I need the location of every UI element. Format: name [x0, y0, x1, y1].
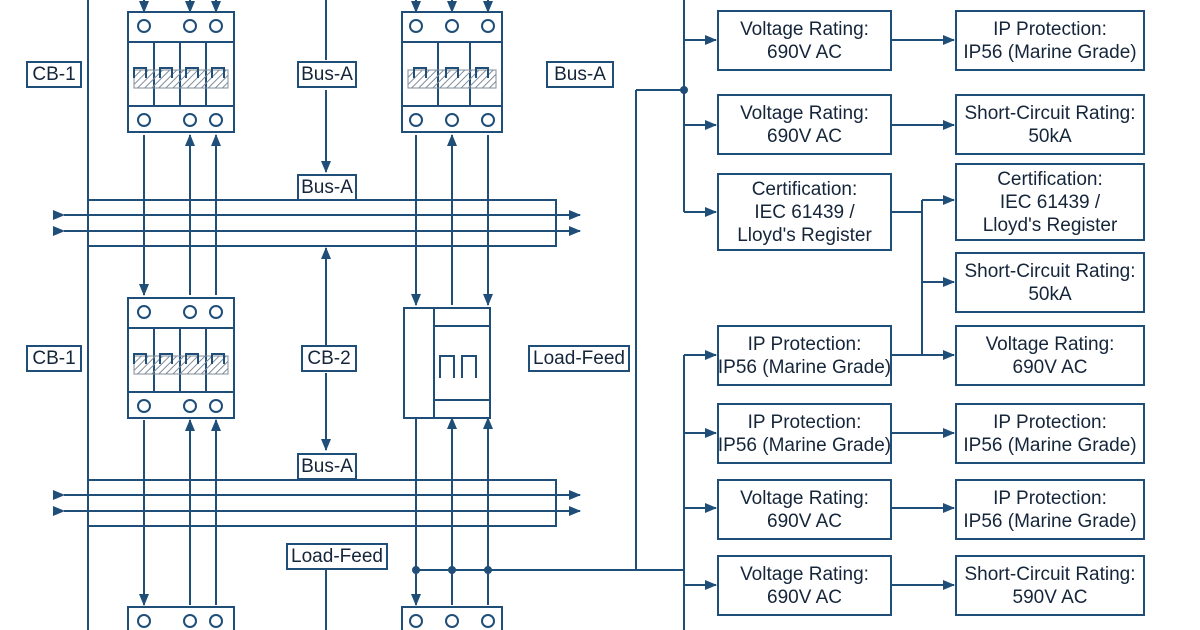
spec-title: Voltage Rating:	[740, 18, 869, 40]
breaker-left-middle	[127, 297, 235, 419]
bus-a-label-top: Bus-A	[297, 61, 357, 88]
spec-value: 690V AC	[767, 510, 842, 532]
spec-left-2: Voltage Rating: 690V AC	[717, 94, 892, 155]
spec-value: 690V AC	[767, 125, 842, 147]
spec-right-1: IP Protection: IP56 (Marine Grade)	[955, 10, 1145, 71]
left-stack-feeders	[139, 0, 221, 606]
spec-title: Short-Circuit Rating:	[964, 260, 1136, 282]
load-feed-label-bottom: Load-Feed	[286, 543, 388, 570]
spec-value: IEC 61439 /	[754, 201, 855, 223]
spec-title: IP Protection:	[993, 18, 1107, 40]
spec-value: IP56 (Marine Grade)	[717, 356, 892, 378]
spec-value: IP56 (Marine Grade)	[963, 510, 1137, 532]
load-feed-label-middle: Load-Feed	[528, 345, 630, 372]
spec-right-2: Short-Circuit Rating: 50kA	[955, 94, 1145, 155]
spec-title: Short-Circuit Rating:	[964, 102, 1136, 124]
spec-title: IP Protection:	[747, 411, 862, 433]
spec-right-7: IP Protection: IP56 (Marine Grade)	[955, 479, 1145, 540]
spec-title: Voltage Rating:	[740, 102, 869, 124]
busbar-lower	[53, 479, 581, 527]
spec-title: Voltage Rating:	[985, 333, 1115, 355]
spec-left-1: Voltage Rating: 690V AC	[717, 10, 892, 71]
breaker-right-bottom	[401, 606, 503, 630]
bus-a-label-upper-busbar: Bus-A	[297, 174, 357, 201]
spec-value: 590V AC	[1012, 586, 1088, 608]
spec-title: Voltage Rating:	[740, 487, 869, 509]
spec-title: IP Protection:	[993, 411, 1107, 433]
spec-connectors-right	[892, 35, 955, 590]
spec-left-7: Voltage Rating: 690V AC	[717, 555, 892, 616]
spec-right-8: Short-Circuit Rating: 590V AC	[955, 555, 1145, 616]
spec-title: Short-Circuit Rating:	[964, 563, 1136, 585]
spec-value: IP56 (Marine Grade)	[963, 41, 1137, 63]
spec-value: IP56 (Marine Grade)	[963, 434, 1137, 456]
spec-title: Certification:	[751, 178, 858, 200]
spec-title: Certification:	[997, 168, 1103, 190]
spec-left-5: IP Protection: IP56 (Marine Grade)	[717, 403, 892, 464]
spec-left-6: Voltage Rating: 690V AC	[717, 479, 892, 540]
busbar-upper	[53, 199, 581, 247]
breaker-right-middle	[403, 307, 491, 419]
spec-left-4: IP Protection: IP56 (Marine Grade)	[717, 325, 892, 386]
bus-a-label-top-right: Bus-A	[546, 61, 614, 88]
spec-value: 50kA	[1028, 125, 1072, 147]
cb1-label-middle: CB-1	[26, 345, 82, 372]
spec-right-6: IP Protection: IP56 (Marine Grade)	[955, 403, 1145, 464]
spec-value: IP56 (Marine Grade)	[717, 434, 892, 456]
spec-left-3: Certification: IEC 61439 / Lloyd's Regis…	[717, 173, 892, 251]
spec-value: 690V AC	[1012, 356, 1088, 378]
bus-a-label-lower-busbar: Bus-A	[297, 453, 357, 480]
bottom-feed-line	[412, 86, 688, 574]
spec-value: IEC 61439 /	[999, 191, 1101, 213]
spec-title: IP Protection:	[993, 487, 1107, 509]
spec-value: 690V AC	[767, 586, 842, 608]
spec-value: 50kA	[1028, 283, 1072, 305]
spec-value: Lloyd's Register	[982, 214, 1118, 236]
spec-value: Lloyd's Register	[737, 224, 872, 246]
cb2-label: CB-2	[301, 345, 357, 372]
breaker-left-bottom	[127, 606, 235, 630]
spec-title: Voltage Rating:	[740, 563, 869, 585]
breaker-right-top	[401, 11, 503, 133]
spec-right-4: Short-Circuit Rating: 50kA	[955, 252, 1145, 313]
spec-value: 690V AC	[767, 41, 842, 63]
spec-right-3: Certification: IEC 61439 / Lloyd's Regis…	[955, 163, 1145, 241]
spec-title: IP Protection:	[747, 333, 862, 355]
cb1-label-top: CB-1	[26, 61, 82, 88]
breaker-left-top	[127, 11, 235, 133]
spec-right-5: Voltage Rating: 690V AC	[955, 325, 1145, 386]
spec-connectors-left	[683, 0, 717, 630]
